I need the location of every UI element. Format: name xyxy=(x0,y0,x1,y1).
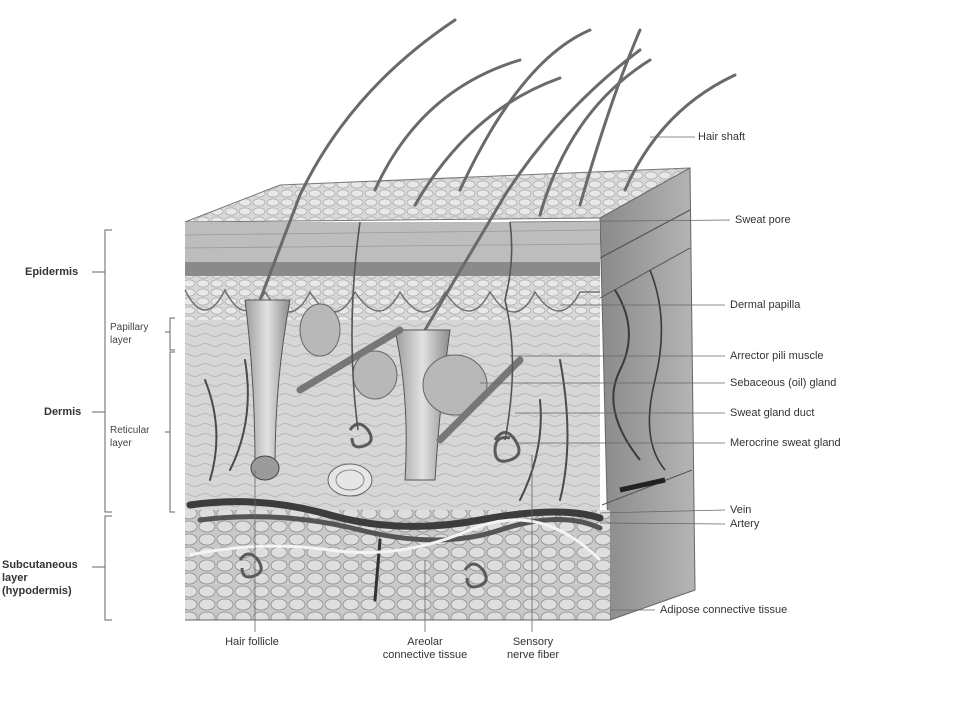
label-subcutaneous: Subcutaneous layer (hypodermis) xyxy=(2,559,78,598)
leader-lines-bottom xyxy=(254,455,533,632)
label-papillary: Papillary layer xyxy=(110,321,148,347)
label-epidermis: Epidermis xyxy=(25,266,79,278)
label-merocrine-sweat-gland: Merocrine sweat gland xyxy=(730,437,841,449)
sensory-corpuscle xyxy=(327,463,373,497)
epidermis-layer xyxy=(184,222,601,276)
skin-side-face xyxy=(599,167,696,621)
hair-follicle-left xyxy=(244,194,302,481)
label-hair-shaft: Hair shaft xyxy=(698,131,746,143)
merocrine-sweat-gland xyxy=(238,422,521,589)
label-sensory-line2: nerve fiber xyxy=(507,649,559,661)
label-reticular-line2: layer xyxy=(110,438,132,449)
label-papillary-line2: layer xyxy=(110,335,132,346)
label-vein: Vein xyxy=(730,504,752,516)
label-sweat-gland-duct: Sweat gland duct xyxy=(730,407,815,419)
label-areolar-line1: Areolar xyxy=(407,636,443,648)
sweat-gland-duct xyxy=(351,221,514,441)
label-adipose: Adipose connective tissue xyxy=(660,604,788,616)
label-reticular-line1: Reticular xyxy=(110,425,150,436)
arrector-pili-muscle xyxy=(296,326,524,444)
label-sweat-pore: Sweat pore xyxy=(735,214,791,226)
label-subcutaneous-line3: (hypodermis) xyxy=(2,585,72,597)
layer-brackets xyxy=(92,229,175,621)
label-arrector-pili: Arrector pili muscle xyxy=(730,350,824,362)
hair-shafts xyxy=(298,18,737,217)
label-dermal-papilla: Dermal papilla xyxy=(730,299,801,311)
label-areolar-line2: connective tissue xyxy=(382,649,468,661)
label-sensory-line1: Sensory xyxy=(512,636,554,648)
label-reticular: Reticular layer xyxy=(110,424,149,450)
label-artery: Artery xyxy=(730,518,760,530)
blood-vessels xyxy=(186,359,604,602)
label-sensory: Sensory nerve fiber xyxy=(507,636,559,662)
label-sebaceous-gland: Sebaceous (oil) gland xyxy=(730,377,837,389)
label-subcutaneous-line2: layer xyxy=(2,572,28,584)
label-hair-follicle: Hair follicle xyxy=(225,636,279,648)
label-dermis: Dermis xyxy=(44,406,82,418)
sensory-nerve-fiber xyxy=(189,518,602,562)
leader-lines-right xyxy=(480,136,731,611)
sebaceous-gland xyxy=(299,303,488,416)
label-areolar: Areolar connective tissue xyxy=(383,636,467,662)
label-papillary-line1: Papillary xyxy=(110,322,149,333)
label-subcutaneous-line1: Subcutaneous xyxy=(2,559,78,571)
